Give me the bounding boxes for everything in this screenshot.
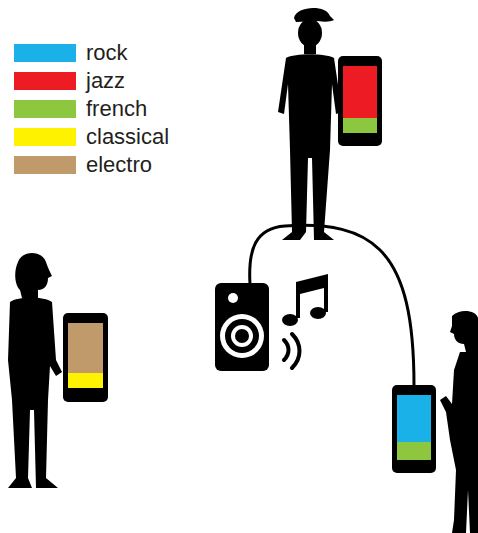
- phone: [338, 56, 382, 146]
- legend-label: french: [86, 96, 147, 122]
- speaker-symbol: [215, 283, 269, 371]
- legend-label: jazz: [86, 68, 125, 94]
- phone: [63, 313, 108, 402]
- cable: [250, 225, 414, 386]
- legend-label: classical: [86, 124, 169, 150]
- legend-swatch: [14, 128, 76, 146]
- sound-waves: [284, 334, 300, 368]
- legend-label: electro: [86, 152, 152, 178]
- woman-silhouette: [440, 311, 478, 533]
- legend-swatch: [14, 72, 76, 90]
- legend-swatch: [14, 44, 76, 62]
- legend-swatch: [14, 156, 76, 174]
- music-note: [282, 274, 328, 326]
- legend-swatch: [14, 100, 76, 118]
- legend-label: rock: [86, 40, 128, 66]
- phone: [392, 385, 436, 473]
- man-silhouette: [278, 8, 342, 240]
- man-silhouette: [8, 253, 62, 488]
